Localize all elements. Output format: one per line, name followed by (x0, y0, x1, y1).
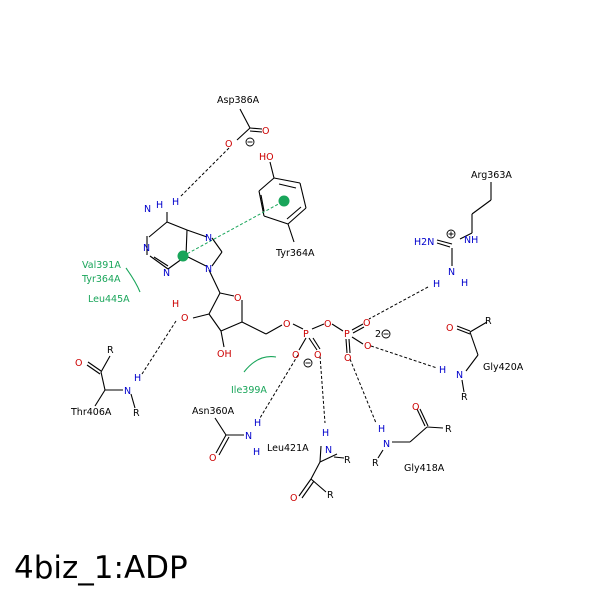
aromatic-centroid-tyr364 (278, 195, 290, 207)
atom-o5: O (283, 319, 290, 330)
atom-o-gly418: O (412, 402, 419, 413)
charge-minus-phosphate (303, 358, 313, 368)
charge-minus-asp386 (245, 137, 255, 147)
atom-n3: N (163, 268, 170, 279)
atom-p-alpha: P (303, 329, 309, 340)
atom-o-ring: O (234, 293, 241, 304)
label-val391: Val391A (82, 260, 121, 271)
atom-r-gly420-2: R (461, 392, 468, 403)
aromatic-centroid-adenine (177, 250, 189, 262)
atom-n-asn360: N (245, 431, 252, 442)
atom-h2n-arg363: H2N (414, 237, 434, 248)
label-tyr364-hydrophobic: Tyr364A (81, 274, 121, 285)
atom-h-amine-2: H (172, 197, 179, 208)
atom-o-gly420: O (446, 323, 453, 334)
atom-h-asn360-1: H (254, 418, 261, 429)
atom-n-gly420: N (456, 370, 463, 381)
atom-r-gly420-1: R (485, 316, 492, 327)
label-asn360: Asn360A (192, 406, 235, 417)
atom-n-gly418: N (383, 439, 390, 450)
atom-h-leu421: H (322, 428, 329, 439)
label-gly420: Gly420A (483, 362, 524, 373)
label-tyr364: Tyr364A (275, 248, 315, 259)
atom-h-o2: H (172, 299, 179, 310)
atom-h-thr406: H (134, 373, 141, 384)
atom-o-alpha-2: O (314, 350, 321, 361)
atom-r-gly418-1: R (445, 424, 452, 435)
residue-atoms: O O HO H2N NH N H H O R H N R O R H N R … (75, 126, 492, 504)
charge-2-label: 2 (375, 329, 381, 340)
atom-r-thr406-2: R (133, 408, 140, 419)
label-gly418: Gly418A (404, 463, 445, 474)
atom-h-asn360-2: H (253, 447, 260, 458)
atom-o-thr406: O (75, 358, 82, 369)
atom-h-arg363-1: H (433, 279, 440, 290)
atom-nh-arg363: NH (464, 235, 478, 246)
atom-n-arg363: N (448, 267, 455, 278)
atom-o-alpha-1: O (292, 350, 299, 361)
ligand-bonds (146, 212, 365, 354)
label-arg363: Arg363A (471, 170, 512, 181)
residue-bonds (86, 108, 492, 499)
label-asp386: Asp386A (217, 95, 260, 106)
atom-oh3: OH (217, 349, 232, 360)
atom-o-asn360: O (209, 453, 216, 464)
atom-n9: N (205, 264, 212, 275)
label-thr406: Thr406A (70, 407, 112, 418)
atom-h-arg363-2: H (461, 278, 468, 289)
atom-o-asp386-2: O (225, 139, 232, 150)
atom-o-asp386-1: O (262, 126, 269, 137)
atom-n-leu421: N (325, 445, 332, 456)
charge-plus-arg363 (446, 229, 456, 239)
atom-r-gly418-2: R (372, 458, 379, 469)
atom-o-bridge: O (324, 319, 331, 330)
hydrophobic-arc-ile399 (243, 356, 277, 373)
atom-o-beta-3: O (344, 353, 351, 364)
charge-minus-phosphate-beta (381, 329, 391, 339)
atom-n7: N (205, 233, 212, 244)
atom-p-beta: P (344, 329, 350, 340)
atom-o2: O (181, 313, 188, 324)
atom-r-leu421-2: R (327, 490, 334, 501)
atom-h-amine-1: H (156, 200, 163, 211)
hydrophobic-arc-val391 (125, 267, 141, 293)
atom-n1: N (143, 243, 150, 254)
ligand-atoms: N H H N N N N O O H OH O P O P O O O O O… (143, 197, 381, 364)
atom-o-leu421: O (290, 493, 297, 504)
atom-o-beta-1: O (363, 318, 370, 329)
label-leu445: Leu445A (88, 294, 130, 305)
atom-h-gly420: H (439, 365, 446, 376)
hydrophobic-arcs (125, 267, 277, 373)
atom-ho-tyr364: HO (259, 152, 274, 163)
atom-n-amine: N (144, 204, 151, 215)
atom-r-leu421-1: R (344, 455, 351, 466)
label-leu421: Leu421A (267, 443, 309, 454)
hydrogen-bonds (141, 147, 438, 424)
atom-o-beta-2: O (364, 341, 371, 352)
atom-n-thr406: N (124, 386, 131, 397)
residue-labels: Asp386A Tyr364A Arg363A Val391A Tyr364A … (70, 95, 524, 474)
label-ile399: Ile399A (231, 385, 267, 396)
atom-h-gly418: H (378, 424, 385, 435)
structure-caption: 4biz_1:ADP (14, 550, 188, 586)
atom-r-thr406-1: R (107, 345, 114, 356)
ligand-diagram-svg: N H H N N N N O O H OH O P O P O O O O O… (70, 95, 524, 504)
